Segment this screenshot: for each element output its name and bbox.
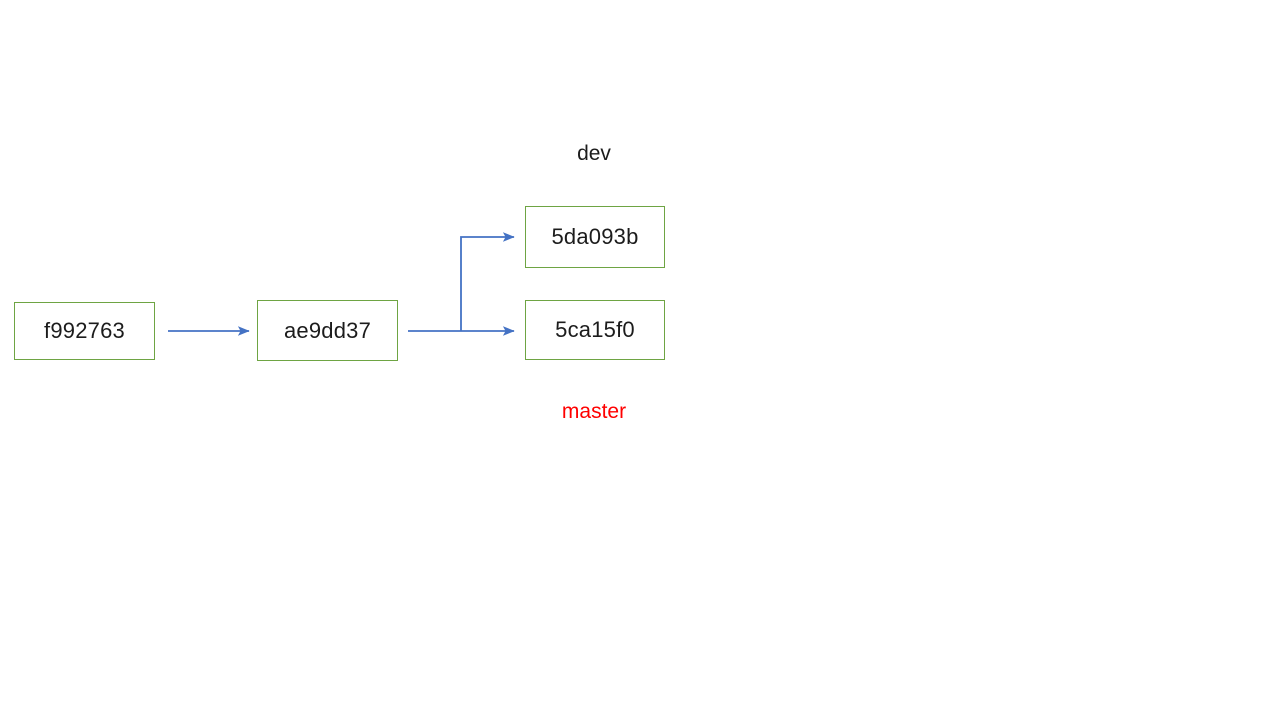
commit-node-5da093b[interactable]: 5da093b	[525, 206, 665, 268]
commit-node-ae9dd37[interactable]: ae9dd37	[257, 300, 398, 361]
commit-hash-label: f992763	[44, 318, 125, 343]
branch-label-dev: dev	[577, 142, 611, 165]
commit-node-f992763[interactable]: f992763	[14, 302, 155, 360]
branch-label-master: master	[561, 400, 627, 423]
commit-hash-label: 5da093b	[551, 224, 639, 249]
commit-hash-label: 5ca15f0	[555, 317, 635, 342]
commit-node-5ca15f0[interactable]: 5ca15f0	[525, 300, 665, 360]
edge-ae9dd37-to-5da093b	[460, 232, 515, 331]
commit-hash-label: ae9dd37	[283, 317, 372, 343]
